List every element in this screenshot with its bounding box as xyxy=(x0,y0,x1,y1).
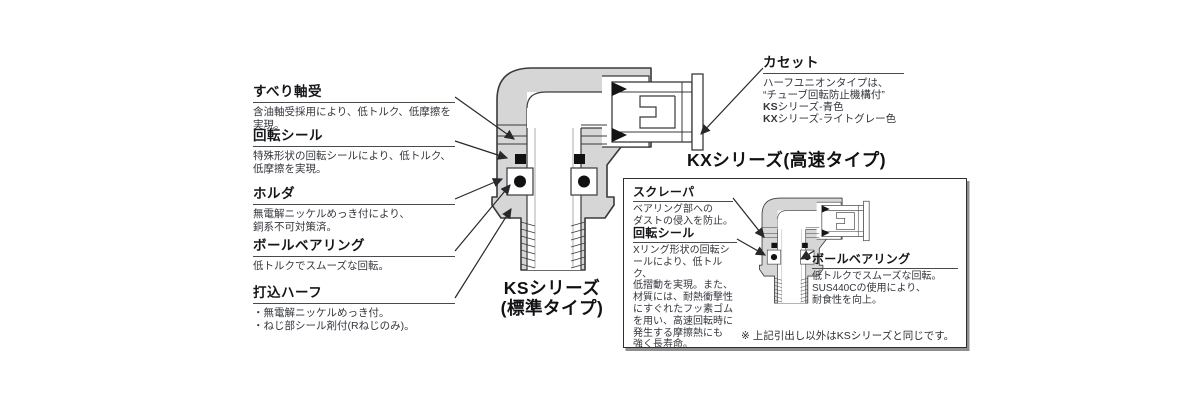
callout-desc-line: KSシリーズ-青色 xyxy=(763,101,844,113)
leader-holder xyxy=(454,178,504,200)
callout-title: すべり軸受 xyxy=(253,80,455,103)
callout-title: カセット xyxy=(763,51,904,74)
callout-desc-line: を用い、高速回転時に xyxy=(633,315,733,327)
callout-holder: ホルダ 無電解ニッケルめっき付により、 銅系不可対策済。 xyxy=(253,182,455,233)
callout-desc-line: 低トルクでスムーズな回転。 xyxy=(812,271,942,282)
callout-desc-line: 低摺動を実現。また、 xyxy=(633,280,733,292)
callout-desc-line: 無電解ニッケルめっき付により、 xyxy=(253,208,410,220)
callout-title: 回転シール xyxy=(633,224,737,243)
leader-slide-bearing xyxy=(454,96,515,140)
callout-title: 打込ハーフ xyxy=(253,281,455,304)
kx-series-title: KXシリーズ(高速タイプ) xyxy=(687,150,887,170)
callout-desc-line: Xリング形状の回転シ xyxy=(633,245,730,256)
leader-cassette xyxy=(700,67,764,135)
callout-desc-line: ダストの侵入を防止。 xyxy=(633,215,733,227)
leader-ball-bearing xyxy=(454,184,511,252)
callout-kx-scraper: スクレーパ ベアリング部への ダストの侵入を防止。 xyxy=(633,183,733,228)
callout-desc-line: 材質には、耐熱衝撃性 xyxy=(633,292,733,304)
callout-desc-line: SUS440Cの使用により、 xyxy=(812,282,926,294)
callout-desc-line: 耐食性を向上。 xyxy=(812,294,882,306)
callout-title: ボールベアリング xyxy=(253,234,455,257)
callout-drive-half: 打込ハーフ ・無電解ニッケルめっき付。 ・ねじ部シール剤付(Rねじのみ)。 xyxy=(253,281,455,332)
callout-title: ボールベアリング xyxy=(812,250,958,269)
callout-desc-line: ・ねじ部シール剤付(Rねじのみ)。 xyxy=(253,319,415,332)
callout-desc-line: 低トルクでスムーズな回転。 xyxy=(253,260,389,272)
callout-title: ホルダ xyxy=(253,182,455,205)
callout-kx-rotation-seal: 回転シール Xリング形状の回転シ ールにより、低トルク、 低摺動を実現。また、 … xyxy=(633,224,737,351)
callout-rotation-seal: 回転シール 特殊形状の回転シールにより、低トルク、 低摩擦を実現。 xyxy=(253,124,455,175)
callout-desc-line: 発生する摩擦熱にも xyxy=(633,327,723,339)
callout-desc-line: KXシリーズ-ライトグレー色 xyxy=(763,113,897,125)
callout-desc-line: 含油軸受採用により、低トルク、低摩擦を実現。 xyxy=(253,106,451,131)
callout-title: スクレーパ xyxy=(633,183,733,202)
callout-desc-line: ・無電解ニッケルめっき付。 xyxy=(253,307,390,319)
callout-ball-bearing: ボールベアリング 低トルクでスムーズな回転。 xyxy=(253,234,455,273)
callout-desc-line: 低摩擦を実現。 xyxy=(253,162,327,175)
callout-desc-line: にすぐれたフッ素ゴム xyxy=(633,303,734,315)
callout-desc-line: ベアリング部への xyxy=(633,204,713,215)
series-code: KX xyxy=(763,113,778,125)
series-code: KS xyxy=(763,101,778,113)
callout-title: 回転シール xyxy=(253,124,455,147)
leader-rotation-seal xyxy=(454,140,509,160)
callout-slide-bearing: すべり軸受 含油軸受採用により、低トルク、低摩擦を実現。 xyxy=(253,80,455,131)
ks-series-title: KSシリーズ (標準タイプ) xyxy=(500,278,604,318)
callout-desc-line: 特殊形状の回転シールにより、低トルク、 xyxy=(253,150,451,162)
callout-desc-line: 銅系不可対策済。 xyxy=(253,220,337,233)
callout-desc-line: 強く長寿命。 xyxy=(633,339,693,351)
callout-desc-line: “チューブ回転防止機構付” xyxy=(763,89,885,101)
callout-desc-line: ハーフユニオンタイプは、 xyxy=(763,77,889,89)
callout-desc-line: ールにより、低トルク、 xyxy=(633,256,723,280)
kx-box-note: ※ 上記引出し以外はKSシリーズと同じです。 xyxy=(741,330,955,342)
callout-cassette: カセット ハーフユニオンタイプは、 “チューブ回転防止機構付” KSシリーズ-青… xyxy=(763,51,904,125)
callout-kx-ball-bearing: ボールベアリング 低トルクでスムーズな回転。 SUS440Cの使用により、 耐食… xyxy=(812,250,958,306)
